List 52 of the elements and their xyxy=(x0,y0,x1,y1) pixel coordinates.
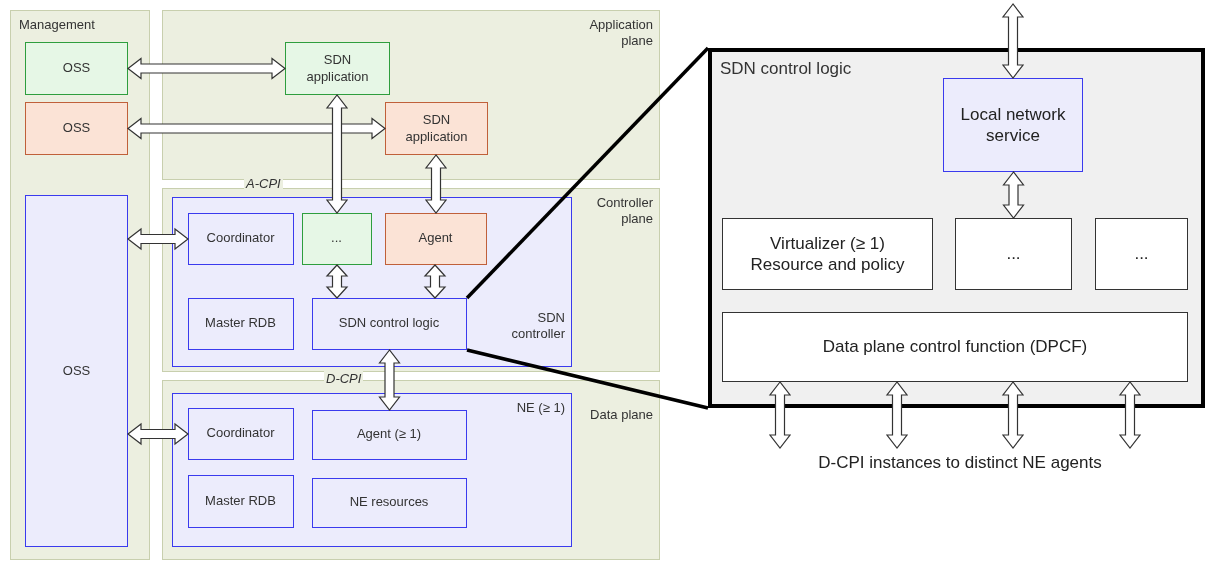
double-arrow xyxy=(1002,171,1025,219)
component-box: Master RDB xyxy=(187,474,294,528)
component-box: SDN control logic xyxy=(311,297,467,350)
group-title: Application plane xyxy=(588,17,653,50)
group-title: Data plane xyxy=(590,407,653,424)
double-arrow xyxy=(127,227,189,251)
zoom-line xyxy=(466,348,709,410)
component-box: Agent xyxy=(384,212,487,265)
double-arrow xyxy=(424,154,448,214)
plane-panel xyxy=(162,10,660,180)
management-panel xyxy=(10,10,150,560)
component-box: SDN application xyxy=(285,42,390,95)
component-box: Local network service xyxy=(943,78,1083,172)
double-arrow xyxy=(1118,381,1142,449)
group-title: Controller plane xyxy=(595,195,653,228)
component-box: Virtualizer (≥ 1) Resource and policy xyxy=(722,218,933,290)
component-box: OSS xyxy=(25,102,128,155)
zoom-line xyxy=(465,46,710,300)
double-arrow xyxy=(325,264,349,299)
double-arrow xyxy=(127,422,189,446)
zoom-panel xyxy=(708,48,1205,408)
component-box: Master RDB xyxy=(187,297,294,350)
component-box: OSS xyxy=(25,42,128,95)
component-box: ... xyxy=(955,218,1072,290)
double-arrow xyxy=(1001,381,1025,449)
double-arrow xyxy=(1001,3,1025,79)
component-box: Agent (≥ 1) xyxy=(311,409,467,460)
annotation-text: D-CPI instances to distinct NE agents xyxy=(765,448,1155,478)
group-title: SDN controller xyxy=(510,309,565,342)
group-title: NE (≥ 1) xyxy=(516,400,565,417)
group-title: Management xyxy=(19,17,95,34)
double-arrow xyxy=(768,381,792,449)
double-arrow xyxy=(378,349,401,411)
network-element-box xyxy=(172,393,572,547)
component-box: OSS xyxy=(25,195,128,547)
component-box: Coordinator xyxy=(187,407,294,460)
double-arrow xyxy=(423,264,447,299)
component-box: SDN application xyxy=(385,102,488,155)
component-box: ... xyxy=(1095,218,1188,290)
group-title: SDN control logic xyxy=(720,58,852,80)
edge-label: D-CPI xyxy=(324,371,364,386)
edge-label: A-CPI xyxy=(244,176,283,191)
component-box: ... xyxy=(301,212,372,265)
controller-box xyxy=(172,197,572,367)
double-arrow xyxy=(885,381,909,449)
double-arrow xyxy=(325,94,349,214)
component-box: Coordinator xyxy=(187,212,294,265)
double-arrow xyxy=(127,117,386,140)
component-box: NE resources xyxy=(311,477,467,528)
plane-panel xyxy=(162,188,660,372)
double-arrow xyxy=(127,57,286,80)
component-box: Data plane control function (DPCF) xyxy=(722,312,1188,382)
